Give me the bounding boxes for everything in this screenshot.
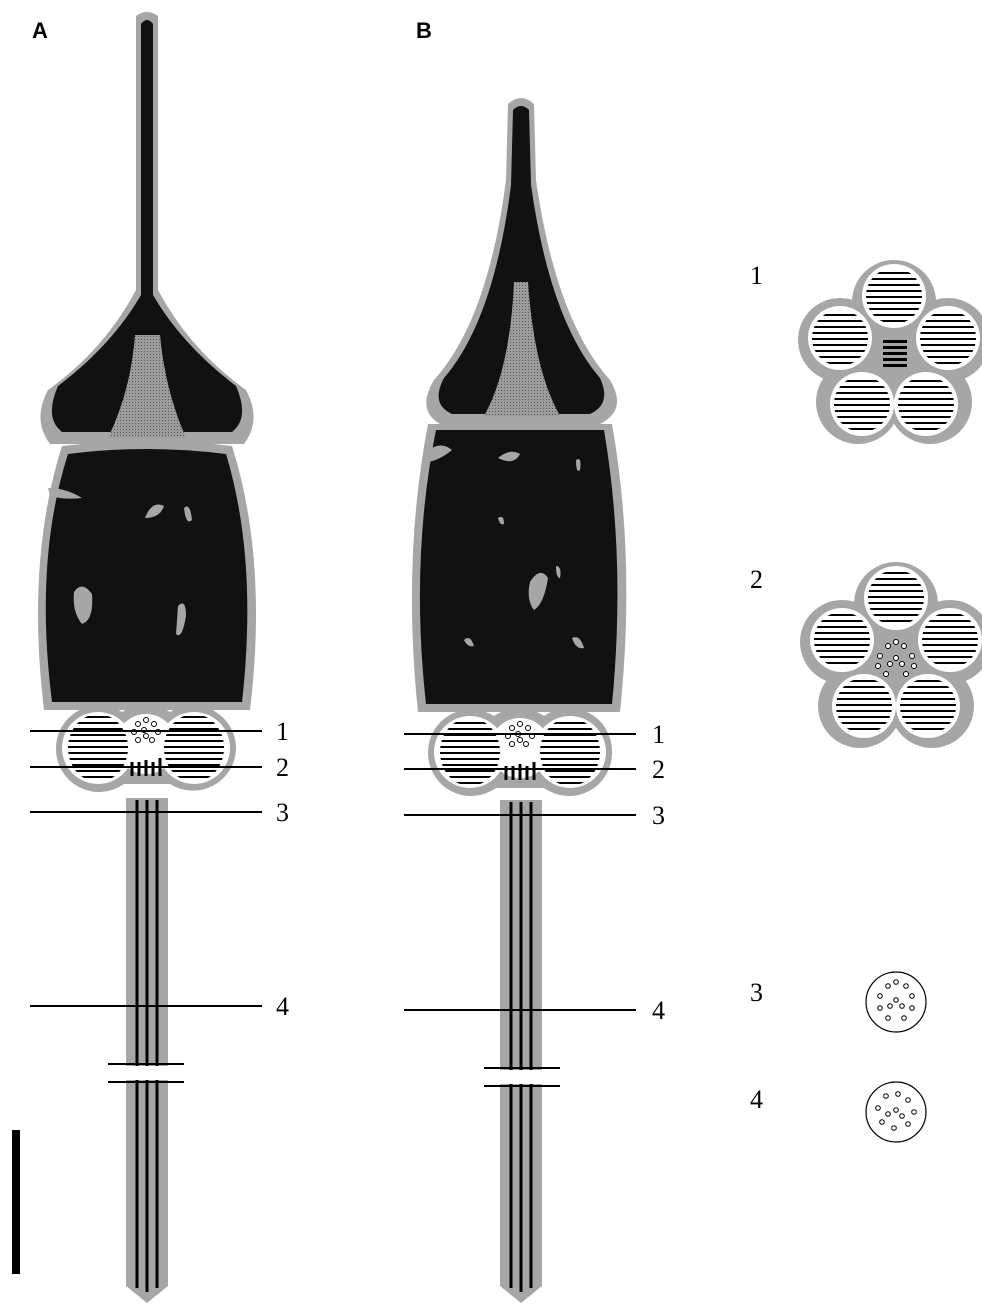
panel-a: A: [12, 12, 289, 1303]
panel-b-section-label-2: 2: [652, 755, 665, 784]
panel-b-section-label-4: 4: [652, 996, 665, 1025]
panel-a-head: [38, 12, 256, 710]
panel-b-flagellum: [484, 800, 560, 1303]
panel-b: B: [404, 18, 665, 1303]
panel-a-section-label-3: 3: [276, 798, 289, 827]
cross-section-label-1: 1: [750, 261, 763, 290]
panel-a-label: A: [32, 18, 48, 43]
panel-b-section-label-1: 1: [652, 720, 665, 749]
panel-a-section-label-1: 1: [276, 717, 289, 746]
cross-section-1: [798, 260, 982, 444]
panel-b-midpiece: [428, 708, 612, 796]
panel-a-flagellum: [108, 798, 184, 1303]
cross-section-2: [800, 562, 982, 748]
cross-section-label-3: 3: [750, 978, 763, 1007]
cross-section-label-4: 4: [750, 1085, 763, 1114]
panel-a-section-label-4: 4: [276, 992, 289, 1021]
cross-section-label-2: 2: [750, 565, 763, 594]
panel-a-midpiece: [56, 705, 236, 792]
panel-a-section-label-2: 2: [276, 753, 289, 782]
cross-section-3: [866, 972, 926, 1032]
cross-section-4: [866, 1082, 926, 1142]
scale-bar: [12, 1130, 20, 1274]
cross-sections: 1 2: [750, 260, 982, 1142]
panel-b-label: B: [416, 18, 432, 43]
panel-b-head: [412, 98, 626, 712]
panel-b-section-label-3: 3: [652, 801, 665, 830]
